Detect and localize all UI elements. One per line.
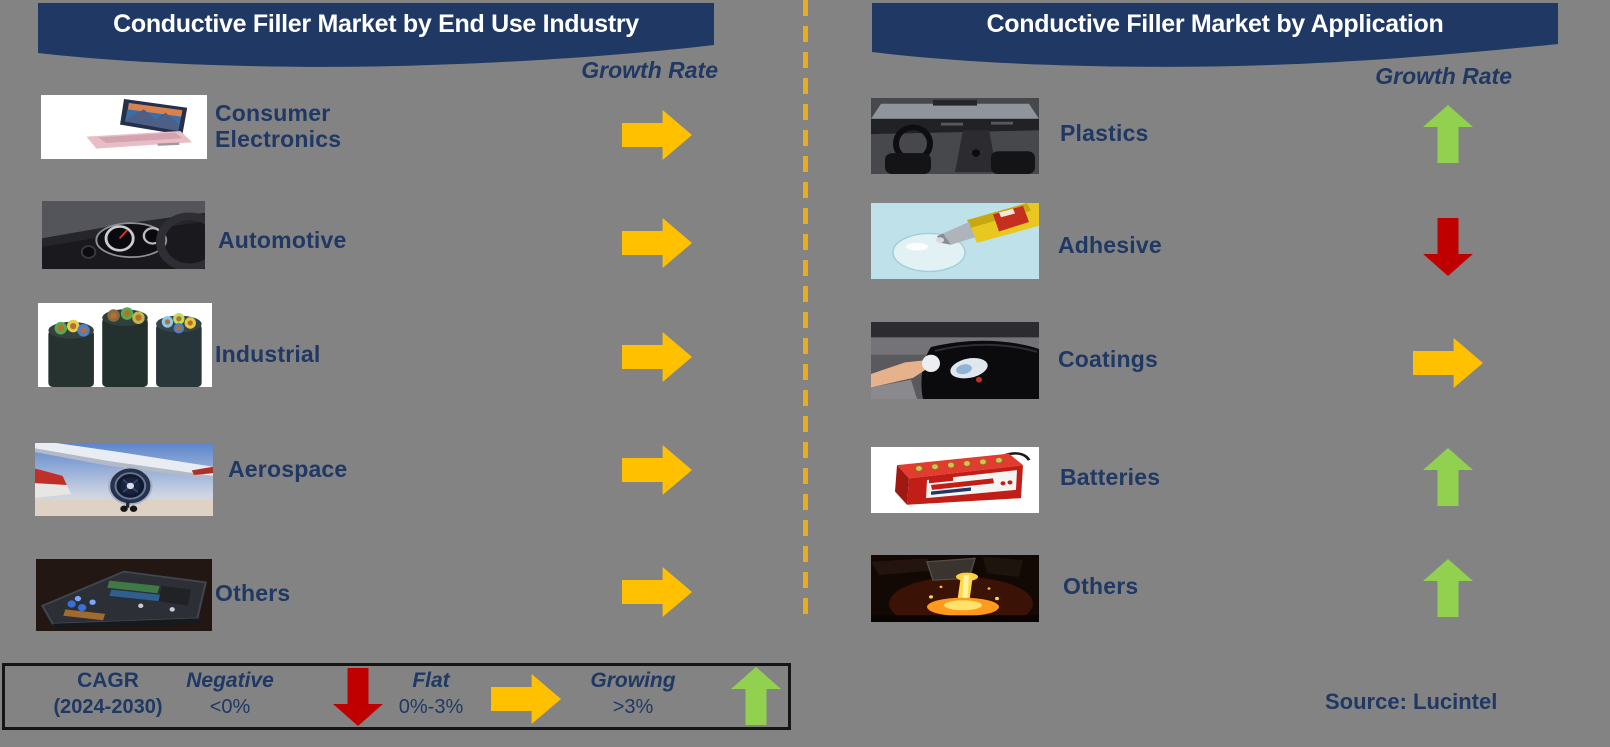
item-label-others-end-use: Others (215, 580, 291, 606)
legend-growing-range: >3% (612, 696, 654, 718)
right-panel-header: Conductive Filler Market by Application (872, 3, 1558, 69)
car-interior-illustration (871, 98, 1039, 174)
cables-illustration (38, 303, 212, 387)
aerospace-image (35, 443, 213, 516)
item-label-others-application: Others (1063, 573, 1139, 599)
automotive-image (42, 201, 205, 269)
plastics-image (871, 98, 1039, 174)
left-panel-header: Conductive Filler Market by End Use Indu… (38, 3, 714, 69)
growth-arrow-icon (622, 110, 692, 160)
growth-arrow-icon (622, 445, 692, 495)
item-label-adhesive: Adhesive (1058, 232, 1162, 258)
item-label-automotive: Automotive (218, 227, 347, 253)
coatings-image (871, 322, 1039, 399)
source-credit: Source: Lucintel (1325, 689, 1498, 714)
growth-arrow-icon (1423, 218, 1473, 276)
legend-title-cagr: CAGR (77, 669, 139, 692)
header-ribbon-shape (872, 3, 1558, 67)
adhesive-image (871, 203, 1039, 279)
jet-engine-illustration (35, 443, 213, 516)
batteries-image (871, 447, 1039, 513)
others-end-use-image (36, 559, 212, 631)
consumer-electronics-image (41, 95, 207, 159)
industrial-image (38, 303, 212, 387)
item-label-industrial: Industrial (215, 341, 321, 367)
panel-title: Conductive Filler Market by End Use Indu… (113, 10, 639, 38)
growth-rate-label: Growth Rate (581, 57, 718, 83)
growth-arrow-icon (1423, 448, 1473, 506)
growing-arrow-icon (731, 667, 781, 725)
legend-flat-label: Flat (412, 669, 450, 692)
growth-arrow-icon (622, 567, 692, 617)
flat-arrow-icon (491, 674, 561, 724)
laptop-illustration (41, 95, 207, 159)
others-application-image (871, 555, 1039, 622)
growth-arrow-icon (622, 218, 692, 268)
growth-arrow-icon (1423, 105, 1473, 163)
dashboard-illustration (42, 201, 205, 269)
item-label-consumer-electronics: Consumer Electronics (215, 100, 342, 152)
battery-illustration (871, 447, 1039, 513)
item-label-plastics: Plastics (1060, 120, 1149, 146)
item-label-aerospace: Aerospace (228, 456, 348, 482)
legend-growing-label: Growing (590, 669, 676, 692)
growth-rate-label: Growth Rate (1375, 63, 1512, 89)
panel-title: Conductive Filler Market by Application (986, 10, 1444, 38)
header-ribbon-shape (38, 3, 714, 67)
molten-metal-illustration (871, 555, 1039, 622)
legend-negative-range: <0% (209, 696, 251, 718)
growth-arrow-icon (622, 332, 692, 382)
panel-divider (803, 0, 808, 622)
laptop-internals-illustration (36, 559, 212, 631)
legend-flat-range: 0%-3% (398, 696, 464, 718)
growth-arrow-icon (1413, 338, 1483, 388)
car-coating-illustration (871, 322, 1039, 399)
growth-arrow-icon (1423, 559, 1473, 617)
glue-tube-illustration (871, 203, 1039, 279)
item-label-coatings: Coatings (1058, 346, 1158, 372)
item-label-batteries: Batteries (1060, 464, 1161, 490)
legend-negative-label: Negative (186, 669, 274, 692)
legend-title-years: (2024-2030) (53, 696, 163, 718)
cagr-legend: CAGR (2024-2030) Negative <0% Flat 0%-3%… (2, 663, 791, 730)
